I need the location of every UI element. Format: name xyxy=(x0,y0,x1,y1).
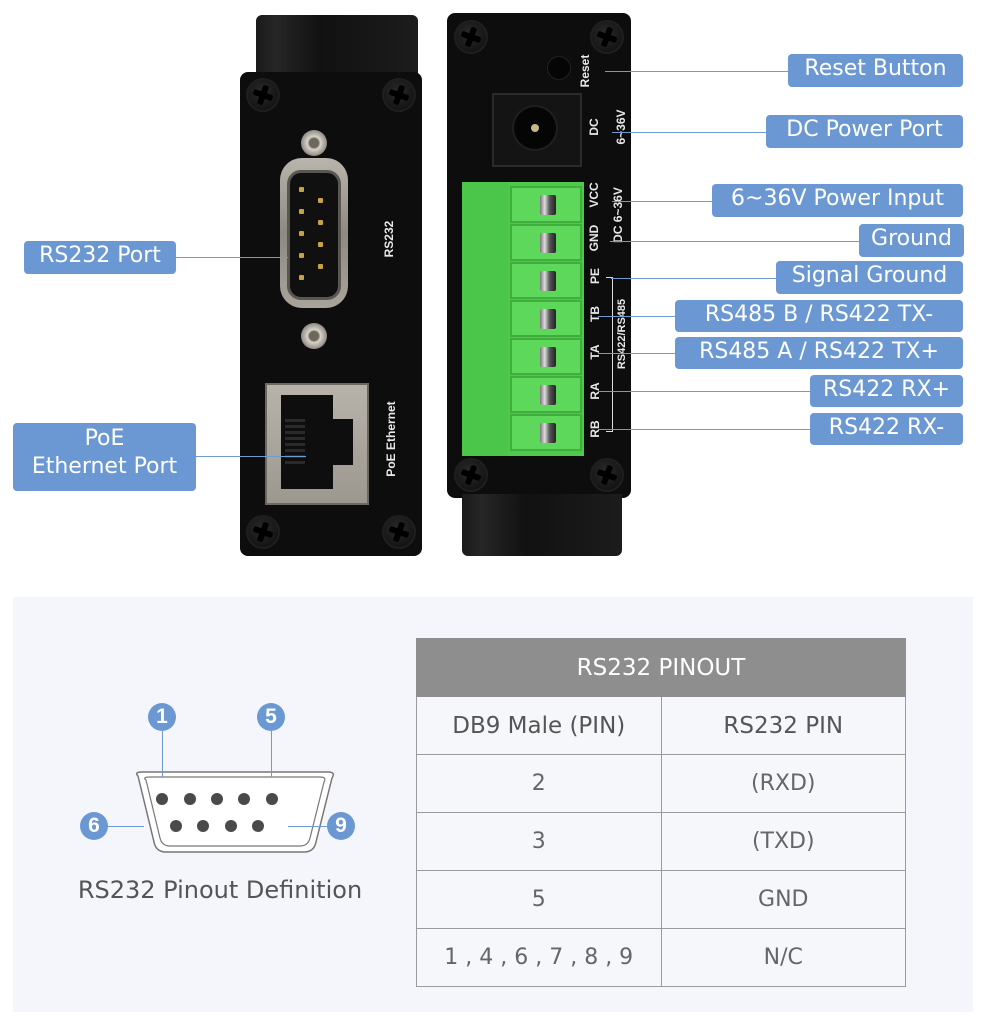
leader-line xyxy=(106,826,144,827)
silk-gnd: GND xyxy=(587,224,601,252)
callout-tb: RS485 B / RS422 TX- xyxy=(675,300,963,332)
silk-bus-group: RS422/RS485 xyxy=(616,298,628,370)
rj45-port xyxy=(265,383,369,505)
rs232-pinout-table: RS232 PINOUT DB9 Male (PIN) RS232 PIN 2 … xyxy=(416,638,906,987)
silk-tb: TB xyxy=(588,306,602,322)
db9-stud-top xyxy=(301,130,327,156)
callout-rb: RS422 RX- xyxy=(810,413,963,445)
callout-dc-power-port: DC Power Port xyxy=(766,115,963,148)
db9-outline-icon xyxy=(135,771,335,853)
leader-line xyxy=(610,241,860,242)
leader-line xyxy=(598,353,676,354)
table-title: RS232 PINOUT xyxy=(416,638,906,697)
table-cell: 3 xyxy=(416,812,662,871)
dc-power-jack[interactable] xyxy=(492,93,582,167)
reset-button[interactable] xyxy=(548,57,570,79)
callout-poe-ethernet-port: PoE Ethernet Port xyxy=(13,423,196,491)
leader-line xyxy=(598,391,811,392)
callout-power-input: 6~36V Power Input xyxy=(712,184,963,217)
terminal-block xyxy=(462,182,584,456)
leader-line xyxy=(162,731,163,777)
silk-reset: Reset xyxy=(578,54,592,88)
leader-line xyxy=(271,731,272,777)
table-row: 5 GND xyxy=(416,870,906,929)
screw-icon xyxy=(382,78,416,112)
screw-icon xyxy=(382,515,416,549)
table-header: RS232 PIN xyxy=(660,696,906,755)
silk-ta: TA xyxy=(588,344,602,360)
callout-ta: RS485 A / RS422 TX+ xyxy=(675,337,963,369)
pin-5-badge: 5 xyxy=(257,703,285,731)
table-cell: 2 xyxy=(416,754,662,813)
screw-icon xyxy=(454,458,488,492)
table-cell: GND xyxy=(660,870,906,929)
db9-stud-bottom xyxy=(301,323,327,349)
callout-rs232-port: RS232 Port xyxy=(24,241,176,274)
pin-1-badge: 1 xyxy=(148,703,176,731)
callout-reset-button: Reset Button xyxy=(788,54,963,87)
table-cell: 5 xyxy=(416,870,662,929)
silk-vcc: VCC xyxy=(587,182,601,208)
screw-icon xyxy=(590,20,624,54)
db9-connector-face xyxy=(287,170,341,300)
screw-icon xyxy=(246,78,280,112)
table-row: 2 (RXD) xyxy=(416,754,906,813)
table-cell: N/C xyxy=(660,928,906,987)
right-device-bottom-plug xyxy=(462,494,622,556)
pin-9-badge: 9 xyxy=(327,812,355,840)
table-cell: (TXD) xyxy=(660,812,906,871)
bus-bracket xyxy=(606,277,613,432)
callout-signal-ground: Signal Ground xyxy=(776,261,963,294)
callout-ra: RS422 RX+ xyxy=(810,375,963,407)
leader-line xyxy=(598,429,811,430)
leader-line xyxy=(288,826,328,827)
callout-poe-line1: PoE xyxy=(84,426,125,451)
left-device-top-plug xyxy=(256,15,418,77)
leader-line xyxy=(612,132,767,133)
table-header: DB9 Male (PIN) xyxy=(416,696,662,755)
callout-ground: Ground xyxy=(859,224,964,257)
leader-line xyxy=(598,316,676,317)
pin-6-badge: 6 xyxy=(80,812,108,840)
table-header-row: DB9 Male (PIN) RS232 PIN xyxy=(416,696,906,755)
screw-icon xyxy=(590,458,624,492)
leader-line xyxy=(196,456,306,457)
silk-dc-range: DC 6~36V xyxy=(611,187,625,243)
silk-dc-voltage: 6~36V xyxy=(614,109,628,145)
leader-line xyxy=(612,201,712,202)
pinout-definition-title: RS232 Pinout Definition xyxy=(77,876,363,904)
screw-icon xyxy=(454,20,488,54)
silk-poe-ethernet: PoE Ethernet xyxy=(384,401,398,477)
silk-dc: DC xyxy=(587,118,601,136)
table-cell: 1 , 4 , 6 , 7 , 8 , 9 xyxy=(416,928,662,987)
leader-line xyxy=(605,71,788,72)
table-row: 3 (TXD) xyxy=(416,812,906,871)
callout-poe-line2: Ethernet Port xyxy=(31,454,178,479)
leader-line xyxy=(611,278,777,279)
silk-pe: PE xyxy=(588,268,602,285)
leader-line xyxy=(176,257,288,258)
silk-rs232: RS232 xyxy=(382,220,396,258)
screw-icon xyxy=(246,515,280,549)
table-cell: (RXD) xyxy=(660,754,906,813)
table-row: 1 , 4 , 6 , 7 , 8 , 9 N/C xyxy=(416,928,906,987)
